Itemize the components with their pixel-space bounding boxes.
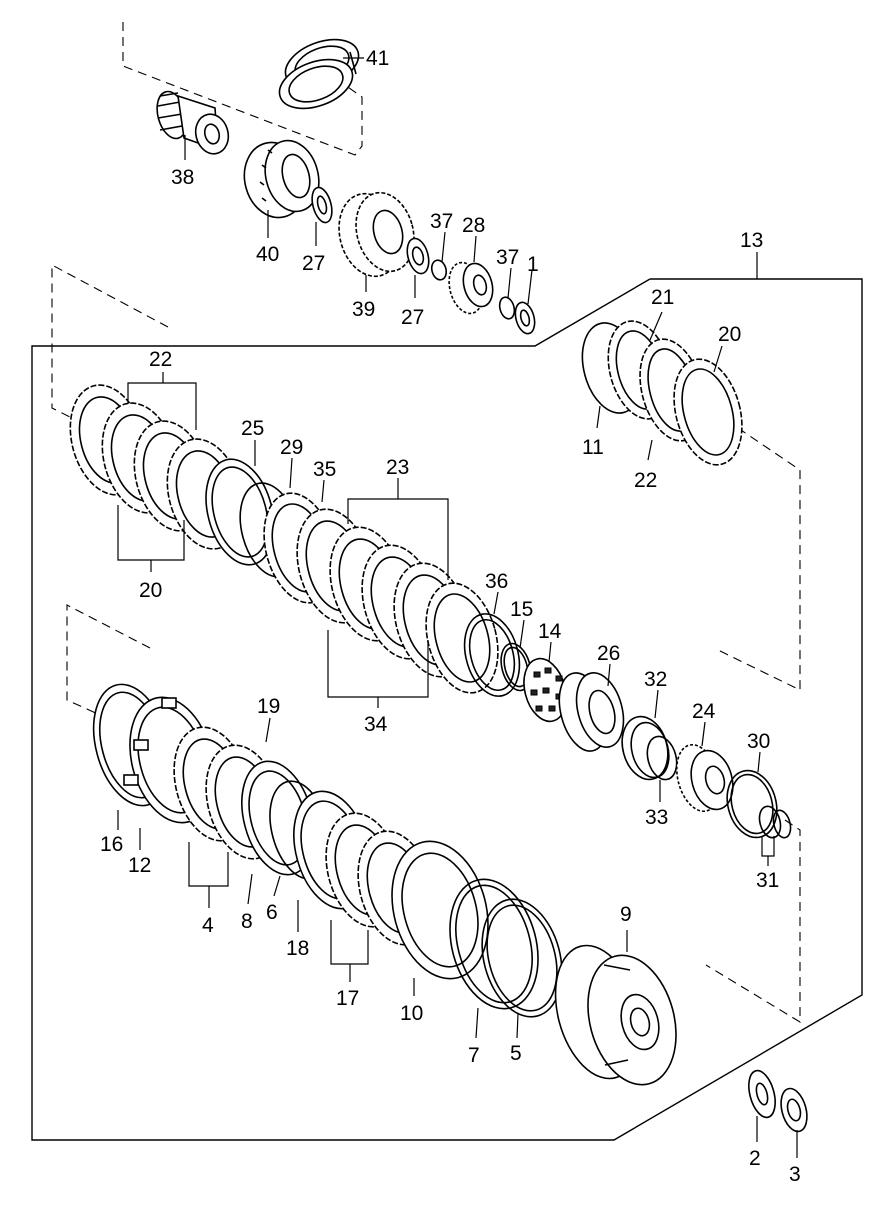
guide-dashed-top bbox=[122, 22, 363, 156]
label-31: 31 bbox=[756, 869, 779, 892]
label-20-right: 20 bbox=[718, 323, 741, 346]
label-1: 1 bbox=[527, 253, 539, 276]
label-23: 23 bbox=[386, 456, 409, 479]
guide-dashed-left-upper bbox=[51, 264, 169, 419]
label-41: 41 bbox=[366, 47, 389, 70]
label-17: 17 bbox=[336, 987, 359, 1010]
part-38-shaft bbox=[156, 90, 230, 155]
label-21: 21 bbox=[651, 286, 674, 309]
label-28: 28 bbox=[462, 214, 485, 237]
label-30: 30 bbox=[747, 730, 770, 753]
part-33-ring bbox=[646, 735, 678, 781]
guide-dashed-right-upper bbox=[717, 427, 801, 691]
assembly-frame bbox=[31, 278, 863, 1141]
label-32: 32 bbox=[644, 668, 667, 691]
part-20-plate-right bbox=[673, 358, 743, 466]
label-34: 34 bbox=[364, 713, 388, 736]
label-3: 3 bbox=[789, 1163, 801, 1186]
label-27-lower: 27 bbox=[401, 306, 424, 329]
label-29: 29 bbox=[280, 436, 303, 459]
label-8: 8 bbox=[241, 910, 253, 933]
label-9: 9 bbox=[620, 903, 632, 926]
label-18: 18 bbox=[286, 937, 309, 960]
label-5: 5 bbox=[510, 1042, 522, 1065]
label-19: 19 bbox=[257, 695, 280, 718]
part-24-gear bbox=[675, 743, 734, 813]
label-35: 35 bbox=[313, 458, 336, 481]
label-40: 40 bbox=[256, 243, 279, 266]
part-27-washer-upper bbox=[311, 186, 333, 224]
label-15: 15 bbox=[510, 598, 533, 621]
label-24: 24 bbox=[692, 700, 716, 723]
label-38: 38 bbox=[171, 166, 194, 189]
part-14-sprag bbox=[523, 657, 567, 723]
label-7: 7 bbox=[468, 1044, 480, 1067]
part-3-washer bbox=[780, 1087, 808, 1133]
label-4: 4 bbox=[202, 914, 214, 937]
label-2: 2 bbox=[749, 1147, 761, 1170]
label-37-left: 37 bbox=[430, 210, 453, 233]
label-37-right: 37 bbox=[496, 246, 519, 269]
leader-lines bbox=[117, 57, 798, 1158]
guide-dashed-right-lower bbox=[705, 819, 801, 1023]
label-16: 16 bbox=[100, 833, 123, 856]
part-27-washer-lower bbox=[406, 237, 430, 275]
label-26: 26 bbox=[597, 642, 620, 665]
part-32-ring bbox=[621, 715, 670, 781]
label-36: 36 bbox=[485, 570, 508, 593]
label-10: 10 bbox=[400, 1002, 423, 1025]
label-20-left: 20 bbox=[139, 579, 162, 602]
label-22-left: 22 bbox=[149, 348, 172, 371]
part-40-carrier bbox=[243, 139, 320, 219]
clutch-pack-upper bbox=[69, 384, 499, 694]
part-26-hub bbox=[558, 672, 625, 752]
clutch-pack-lower bbox=[92, 683, 489, 980]
label-6: 6 bbox=[266, 901, 278, 924]
label-11: 11 bbox=[582, 436, 604, 459]
label-33: 33 bbox=[645, 806, 668, 829]
part-30-ring bbox=[726, 769, 778, 839]
part-37-ring-a bbox=[430, 259, 448, 281]
guide-dashed-left-lower bbox=[66, 604, 151, 716]
label-39: 39 bbox=[352, 298, 375, 321]
part-number-labels: 41 38 40 27 39 27 37 28 37 1 13 21 20 11… bbox=[100, 47, 801, 1186]
label-25: 25 bbox=[241, 417, 264, 440]
part-1-bearing bbox=[514, 301, 536, 335]
part-41-sleeve bbox=[278, 38, 360, 110]
label-12: 12 bbox=[128, 854, 151, 877]
part-9-drum bbox=[554, 944, 677, 1086]
part-39-gear bbox=[338, 191, 415, 278]
part-5-seal bbox=[481, 898, 563, 1018]
part-2-bearing bbox=[748, 1069, 776, 1119]
label-13: 13 bbox=[740, 229, 763, 252]
label-27-upper: 27 bbox=[302, 252, 325, 275]
label-14: 14 bbox=[538, 620, 562, 643]
label-22-right: 22 bbox=[634, 469, 657, 492]
part-28-hub bbox=[448, 261, 494, 315]
part-37-ring-b bbox=[498, 296, 516, 320]
